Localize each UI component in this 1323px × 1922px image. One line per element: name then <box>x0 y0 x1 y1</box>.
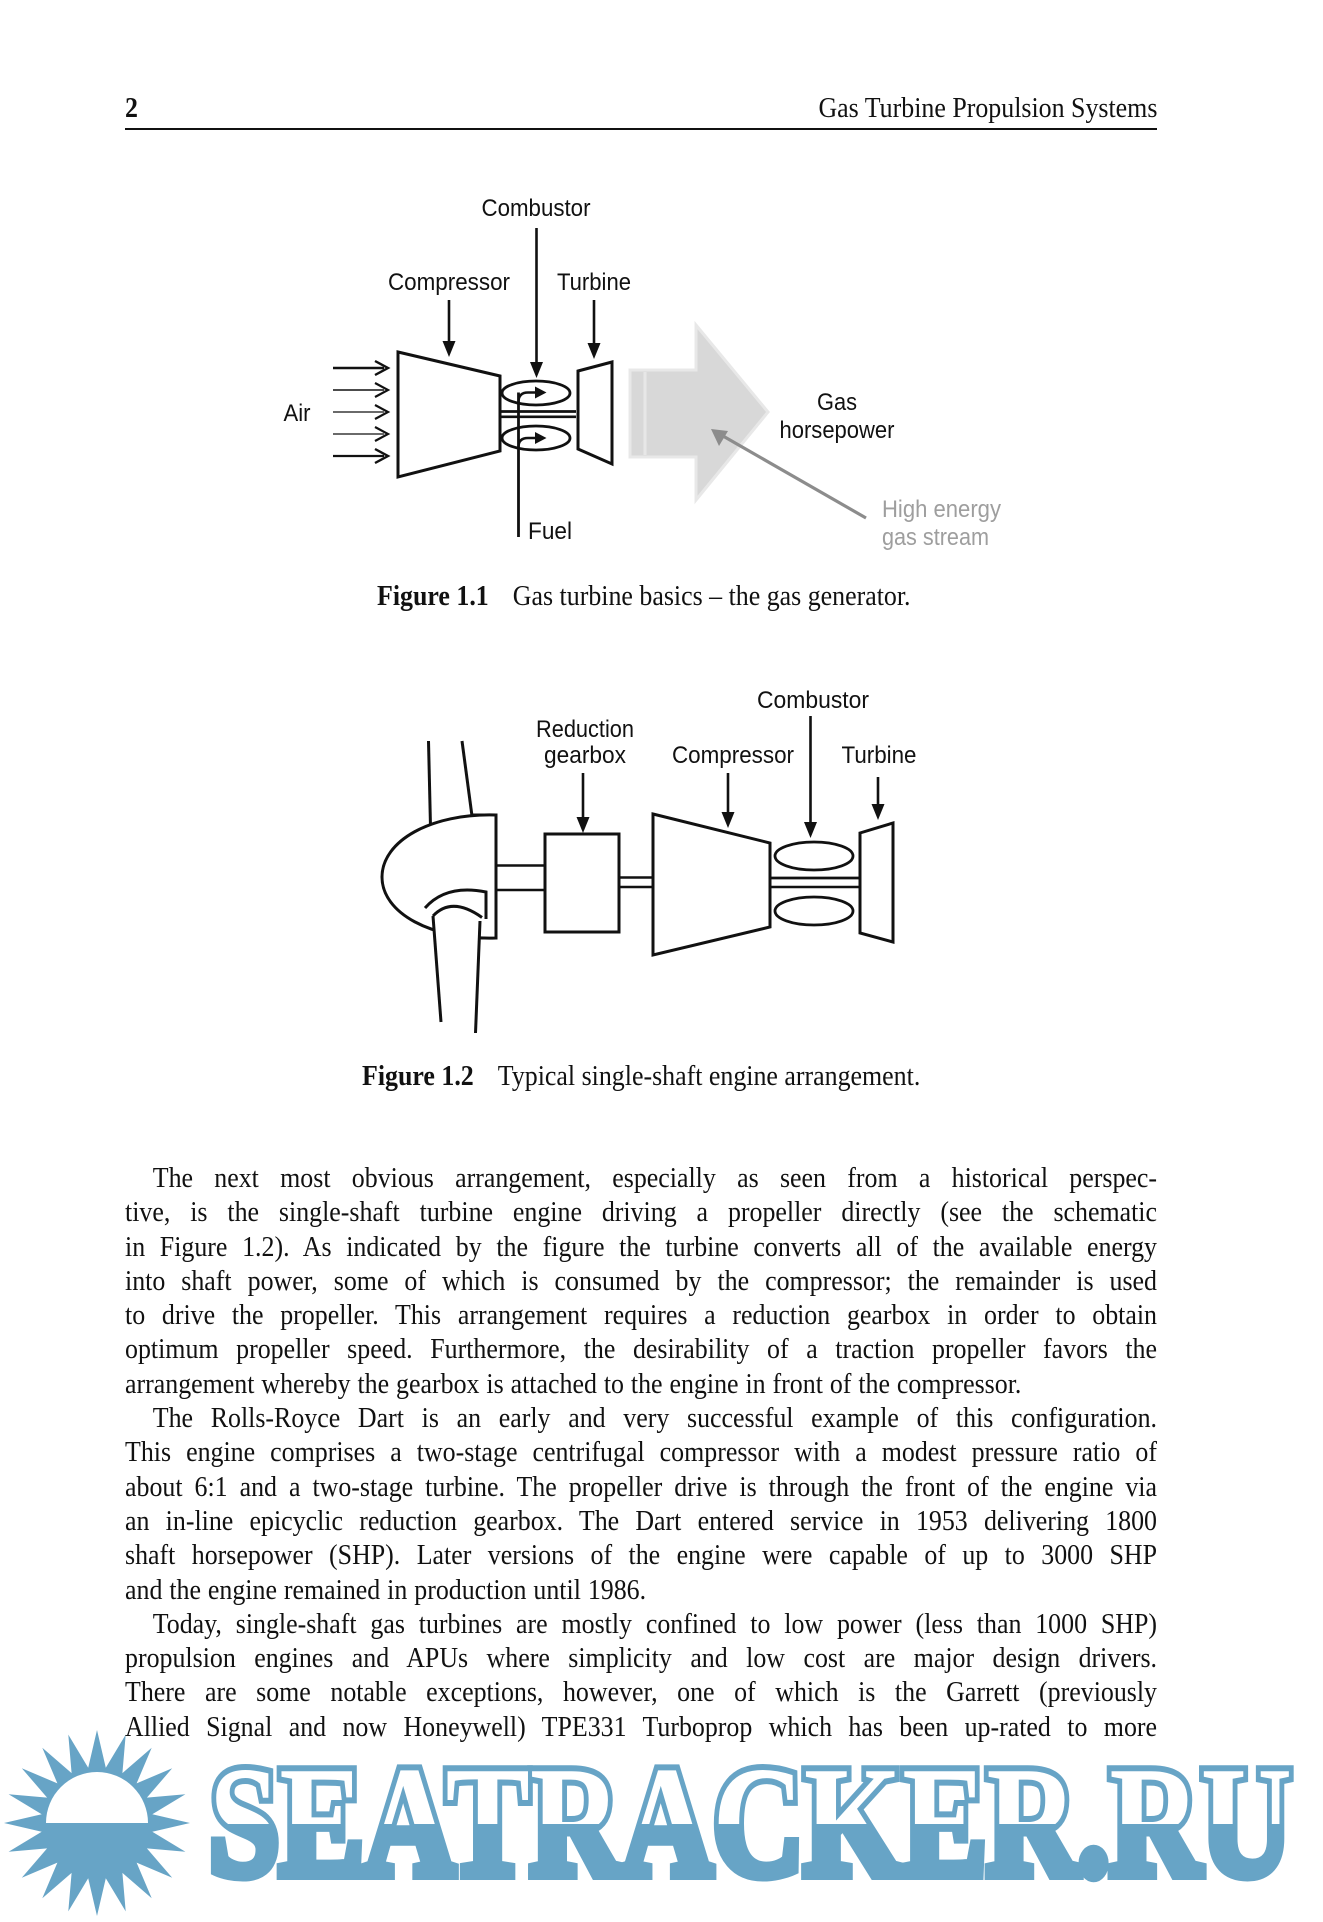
svg-text:SEATRACKER.RU: SEATRACKER.RU <box>209 1734 1292 1908</box>
svg-text:Combustor: Combustor <box>757 687 869 714</box>
svg-text:Turbine: Turbine <box>557 269 631 296</box>
svg-text:gas stream: gas stream <box>882 524 989 551</box>
svg-text:Reduction: Reduction <box>536 716 634 743</box>
svg-text:Combustor: Combustor <box>482 195 591 222</box>
svg-text:horsepower: horsepower <box>780 417 895 444</box>
svg-text:Compressor: Compressor <box>388 269 510 296</box>
svg-text:Compressor: Compressor <box>672 742 794 769</box>
svg-text:Turbine: Turbine <box>842 742 917 769</box>
svg-text:Air: Air <box>284 400 311 427</box>
svg-text:Fuel: Fuel <box>528 518 572 545</box>
svg-text:Gas: Gas <box>817 389 857 416</box>
svg-text:High energy: High energy <box>882 496 1001 523</box>
svg-text:gearbox: gearbox <box>544 742 626 769</box>
